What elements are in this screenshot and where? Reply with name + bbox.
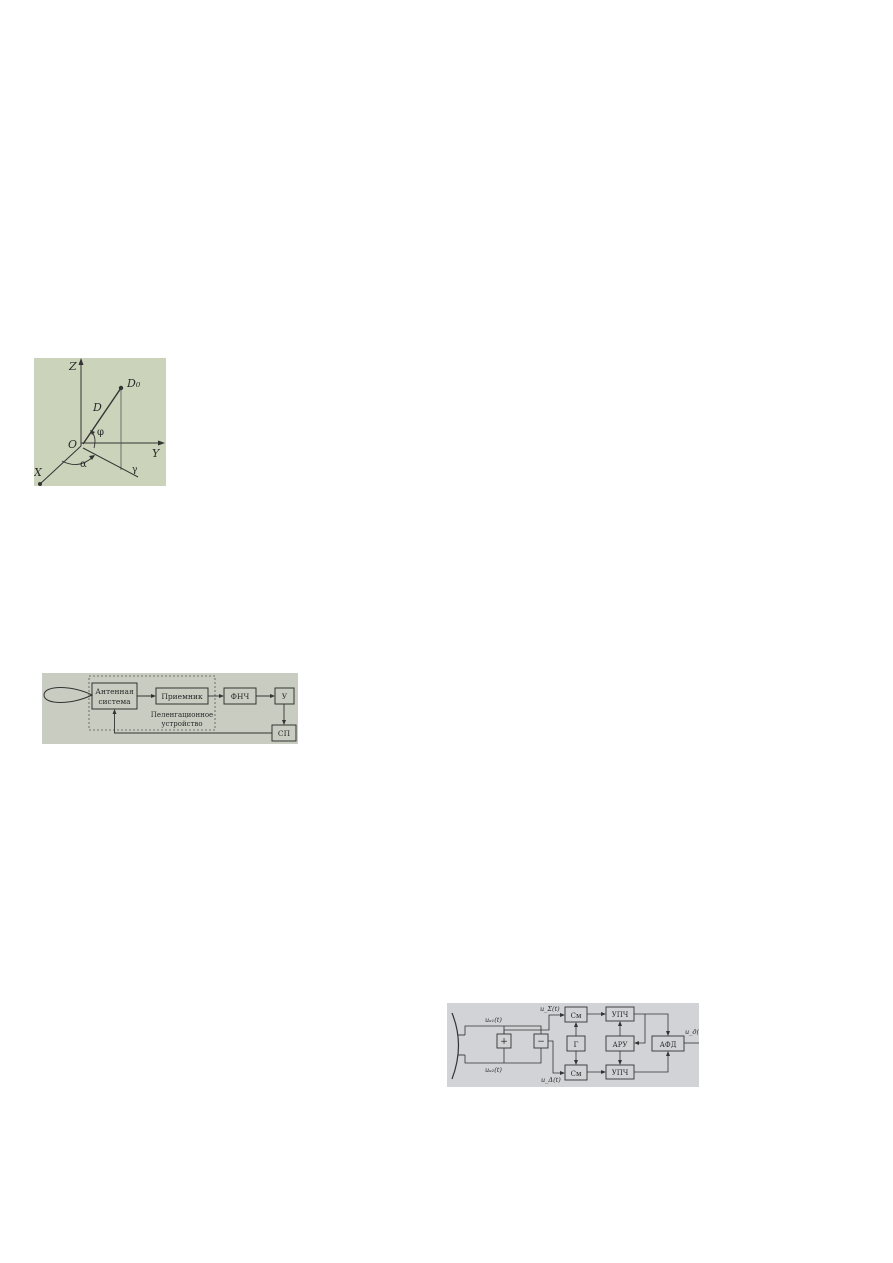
arrow-if-top-to-pd (666, 1031, 670, 1036)
origin-label: O (68, 438, 77, 451)
line-sum-to-mixer (503, 1014, 563, 1034)
arrow-agc-to-if-bottom (618, 1060, 622, 1065)
lpf-label: ФНЧ (231, 692, 250, 701)
arrow-sum-to-agc (634, 1041, 639, 1045)
monopulse-block-diagram-figure: + − См См Г УПЧ УПЧ АРУ (447, 1003, 699, 1087)
if-amp-top-label: УПЧ (612, 1011, 629, 1019)
if-amp-bottom-label: УПЧ (612, 1069, 629, 1077)
tracking-block-diagram: Антенная система Приемник Пеленгационное… (43, 675, 297, 742)
arrow-gen-to-mixer-bottom (574, 1060, 578, 1065)
mixer-top-label: См (571, 1012, 582, 1020)
z-axis-arrow (78, 358, 84, 365)
arrow-sum-to-mixer (560, 1013, 565, 1017)
arrow-receiver-lpf (219, 694, 224, 698)
line-if-bottom-to-pd (634, 1053, 669, 1073)
arrow-antenna-receiver (151, 694, 156, 698)
range-vector (82, 387, 122, 445)
monopulse-block-diagram: + − См См Г УПЧ УПЧ АРУ (451, 1005, 699, 1084)
coordinate-system-diagram: Z Y X O D₀ D φ α γ (34, 358, 165, 486)
line-ua2 (464, 1048, 542, 1064)
arrow-amplifier-servo (282, 720, 286, 725)
arrow-mixer-top-to-if (601, 1012, 606, 1016)
sum-label: + (500, 1037, 508, 1047)
signal-ua2-label: uₐ₂(t) (485, 1066, 502, 1074)
line-if-top-to-pd (634, 1013, 669, 1034)
signal-uout-label: u_д(t) (685, 1028, 699, 1036)
projection-ground (82, 447, 139, 478)
y-axis-label: Y (152, 447, 161, 460)
arrow-mixer-bottom-to-if (601, 1070, 606, 1074)
arrow-if-bottom-to-pd (666, 1051, 670, 1056)
arrow-diff-to-mixer (560, 1071, 565, 1075)
elevation-label: φ (97, 427, 104, 438)
servo-label: СП (278, 729, 291, 738)
elevation-arc-arrow (90, 430, 95, 435)
azimuth-label: α (80, 459, 87, 470)
amplifier-label: У (282, 692, 288, 701)
line-diff-to-mixer (548, 1040, 563, 1074)
df-unit-boundary (88, 675, 216, 731)
signal-ua1-label: uₐ₁(t) (485, 1016, 502, 1024)
antenna-dish (451, 1012, 460, 1080)
df-unit-label-line1: Пеленгационное (151, 711, 213, 719)
azimuth-arc-arrow (89, 455, 95, 460)
link-servo-antenna (114, 711, 272, 734)
projection-label: γ (132, 465, 137, 475)
generator-label: Г (574, 1040, 579, 1049)
antenna-lobe (43, 687, 94, 703)
target-label: D₀ (126, 377, 141, 390)
antenna-system-label-line2: система (98, 697, 131, 706)
signal-udiff-label: u_Δ(t) (541, 1076, 561, 1084)
receiver-label: Приемник (161, 692, 203, 701)
agc-label: АРУ (612, 1041, 627, 1049)
range-label: D (92, 401, 102, 414)
signal-usum-label: u_Σ(t) (540, 1005, 560, 1013)
coordinate-system-figure: Z Y X O D₀ D φ α γ (34, 358, 166, 486)
arrow-gen-to-mixer-top (574, 1022, 578, 1027)
arrow-servo-antenna (112, 709, 117, 714)
arrow-lpf-amplifier (270, 694, 275, 698)
arrow-agc-to-if-top (618, 1021, 622, 1026)
line-sum-to-agc (636, 1014, 646, 1044)
z-axis-label: Z (68, 360, 77, 373)
x-axis-end-dot (38, 482, 42, 486)
phase-detector-label: АФД (660, 1041, 677, 1049)
x-axis (39, 445, 82, 485)
diff-label: − (537, 1037, 545, 1047)
df-unit-label-line2: устройство (161, 720, 202, 728)
tracking-block-diagram-figure: Антенная система Приемник Пеленгационное… (42, 673, 298, 744)
mixer-bottom-label: См (571, 1070, 582, 1078)
azimuth-arc (61, 455, 95, 465)
target-point (118, 385, 124, 391)
x-axis-label: X (34, 466, 43, 479)
antenna-system-label-line1: Антенная (95, 687, 134, 696)
y-axis-arrow (158, 440, 165, 446)
